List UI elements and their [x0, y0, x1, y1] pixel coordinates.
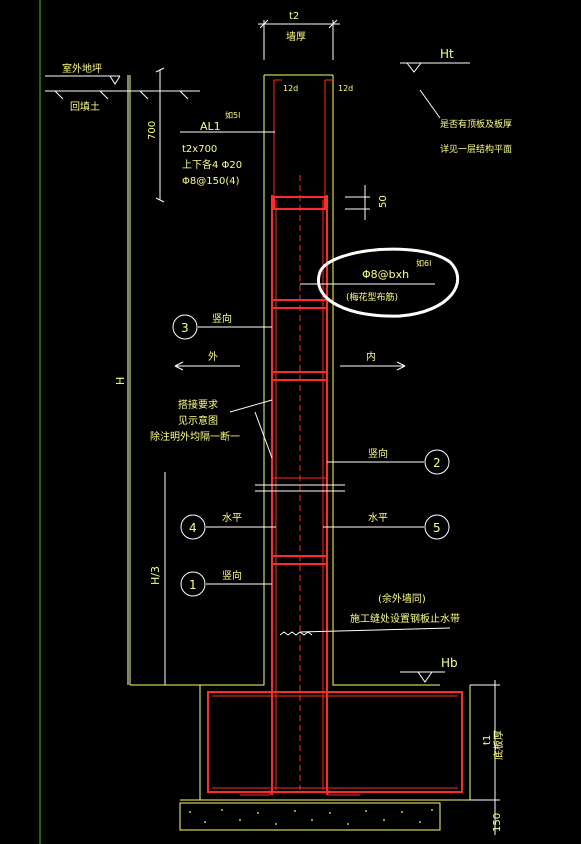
waterstop-note: 施工缝处设置钢板止水带	[350, 612, 460, 625]
svg-text:1: 1	[189, 578, 197, 592]
top-elevation-mark: Ht	[400, 47, 470, 73]
ground-line: 室外地坪 回填土	[45, 62, 200, 113]
backfill-label: 回填土	[70, 100, 100, 113]
wall-thickness-dimension: t2 墙厚	[258, 11, 340, 60]
slab-note-2: 详见一层结构平面	[440, 143, 512, 155]
H3-label: H/3	[149, 566, 162, 585]
dim-50-label: 50	[378, 195, 389, 208]
vertical-3-label: 竖向	[212, 312, 232, 325]
waterstop-mark	[279, 631, 313, 636]
height-H-dimension: H H/3	[114, 75, 166, 685]
callout-5: 5 水平	[323, 512, 450, 540]
dim-150-label: 150	[492, 813, 503, 832]
beam-height-dimension: 700	[147, 67, 165, 203]
t1-label: t1	[482, 735, 493, 745]
lap-annotation: 搭接要求 见示意图 除注明外均隔一断一	[150, 398, 273, 459]
vertical-1-label: 竖向	[222, 569, 242, 582]
beam-name: AL1	[200, 120, 221, 133]
footing-rebar	[207, 691, 463, 796]
break-line	[255, 484, 345, 492]
tie-ref: 如6l	[416, 258, 431, 268]
H-label: H	[114, 377, 127, 385]
slab-note: 是否有顶板及板厚 详见一层结构平面	[419, 89, 512, 155]
waterstop-annotation: (余外墙同) 施工缝处设置钢板止水带	[299, 592, 460, 633]
tie-layout: (梅花型布筋)	[346, 291, 398, 303]
outer-wall-note: (余外墙同)	[378, 592, 426, 605]
slab-thickness-dimension: t1 底板厚 150	[470, 680, 505, 835]
dim-50: 50	[345, 185, 389, 220]
wall-horizontal-rebar	[271, 299, 328, 565]
lap-12d-left: 12d	[283, 84, 298, 93]
horizontal-4-label: 水平	[222, 512, 242, 524]
outer-label: 外	[208, 351, 218, 363]
wall-thickness-label: 墙厚	[286, 30, 306, 43]
beam-cage: 12d 12d	[273, 79, 353, 210]
hb-label: Hb	[441, 656, 458, 670]
t2-label: t2	[289, 11, 299, 22]
slab-note-1: 是否有顶板及板厚	[440, 118, 512, 130]
callout-1: 1 竖向	[180, 569, 272, 597]
beam-rebar: 上下各4 Φ20	[182, 158, 242, 171]
lap-note-1: 搭接要求	[178, 398, 218, 411]
ht-label: Ht	[440, 47, 454, 61]
svg-text:4: 4	[189, 521, 197, 535]
blinding-layer	[179, 802, 441, 831]
svg-text:3: 3	[181, 321, 189, 335]
svg-text:2: 2	[433, 456, 441, 470]
direction-arrows: 外 内	[174, 350, 406, 371]
inner-label: 内	[366, 350, 376, 363]
beam-ref: 如5l	[225, 110, 240, 120]
vertical-2-label: 竖向	[368, 447, 388, 460]
outdoor-ground-label: 室外地坪	[62, 62, 102, 75]
horizontal-5-label: 水平	[368, 512, 388, 524]
callout-2: 2 竖向	[327, 447, 450, 475]
blinding-stipple	[189, 809, 433, 825]
lap-note-2: 见示意图	[178, 414, 218, 427]
lap-12d-right: 12d	[338, 84, 353, 93]
slab-thickness-label: 底板厚	[492, 730, 505, 760]
beam-size: t2x700	[182, 144, 217, 155]
wall-outline	[129, 74, 471, 831]
dim-700-label: 700	[147, 121, 158, 140]
highlight-circle	[317, 247, 460, 318]
callout-3: 3 竖向	[172, 312, 272, 340]
beam-stirrup: Φ8@150(4)	[182, 176, 240, 187]
bottom-elevation-mark: Hb	[400, 656, 458, 683]
svg-text:5: 5	[433, 521, 441, 535]
tie-annotation: 如6l Φ8@bxh (梅花型布筋)	[300, 247, 460, 318]
callout-4: 4 水平	[180, 512, 276, 540]
tie-spec: Φ8@bxh	[362, 268, 409, 281]
beam-annotation: 如5l AL1 t2x700 上下各4 Φ20 Φ8@150(4)	[180, 110, 275, 187]
lap-note-3: 除注明外均隔一断一	[150, 430, 240, 443]
